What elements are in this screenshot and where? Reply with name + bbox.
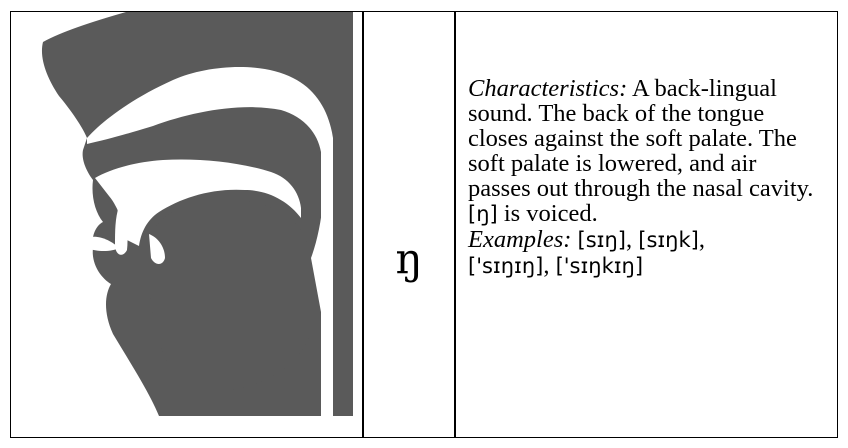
example-1: [sɪŋ] bbox=[578, 228, 626, 252]
characteristics-text-end: is voiced. bbox=[498, 200, 598, 227]
ipa-inline: [ŋ] bbox=[468, 202, 498, 226]
vocal-tract-diagram-cell bbox=[11, 12, 362, 437]
characteristics-paragraph: Characteristics: A back-lingual sound. T… bbox=[468, 76, 824, 227]
description-text: Characteristics: A back-lingual sound. T… bbox=[468, 76, 824, 279]
example-4: ['sɪŋkɪŋ] bbox=[556, 254, 644, 278]
symbol-cell: ŋ bbox=[364, 12, 454, 437]
example-3: ['sɪŋɪŋ] bbox=[468, 254, 543, 278]
ipa-symbol: ŋ bbox=[364, 234, 454, 284]
vocal-tract-diagram bbox=[31, 12, 353, 416]
examples-paragraph: Examples: [sɪŋ], [sɪŋk], ['sɪŋɪŋ], ['sɪŋ… bbox=[468, 227, 824, 279]
tongue bbox=[149, 199, 311, 390]
examples-label: Examples: bbox=[468, 226, 571, 253]
characteristics-label: Characteristics: bbox=[468, 75, 627, 102]
description-cell: Characteristics: A back-lingual sound. T… bbox=[456, 12, 836, 437]
example-2: [sɪŋk] bbox=[638, 228, 699, 252]
